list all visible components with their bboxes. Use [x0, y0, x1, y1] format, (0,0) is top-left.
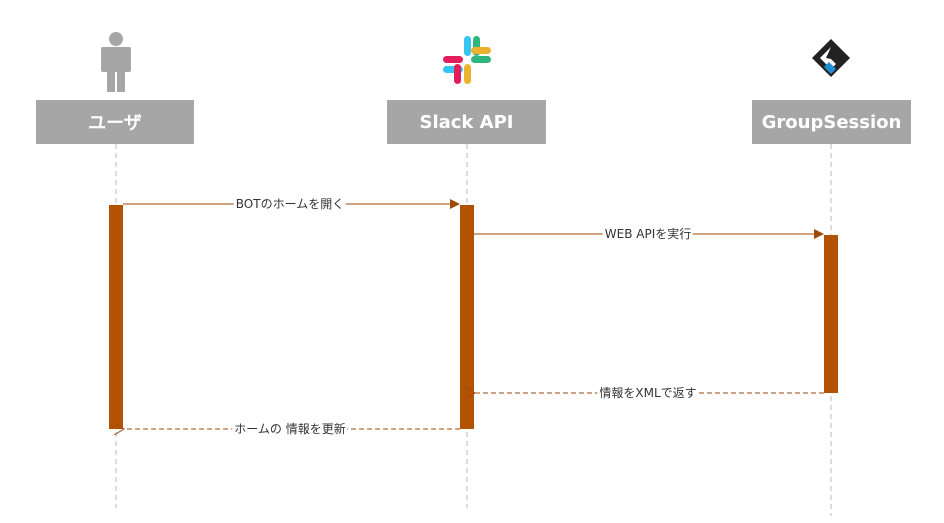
- actor-slack-label: Slack API: [419, 111, 514, 133]
- groupsession-logo-icon: [812, 39, 850, 77]
- message-label-1: BOTのホームを開く: [233, 197, 347, 211]
- actor-user: ユーザ: [36, 100, 194, 144]
- message-label-4: ホームの 情報を更新: [232, 422, 348, 436]
- activation-groupsession: [824, 235, 838, 393]
- message-label-3: 情報をXMLで返す: [597, 386, 699, 400]
- activation-slack: [460, 205, 474, 429]
- actor-groupsession: GroupSession: [752, 100, 911, 144]
- slack-logo-icon: [443, 36, 491, 84]
- message-label-2: WEB APIを実行: [602, 227, 694, 241]
- activation-user: [109, 205, 123, 429]
- person-icon: [101, 32, 131, 92]
- actor-slack-api: Slack API: [387, 100, 546, 144]
- actor-user-label: ユーザ: [88, 113, 142, 134]
- actor-groupsession-label: GroupSession: [761, 111, 902, 133]
